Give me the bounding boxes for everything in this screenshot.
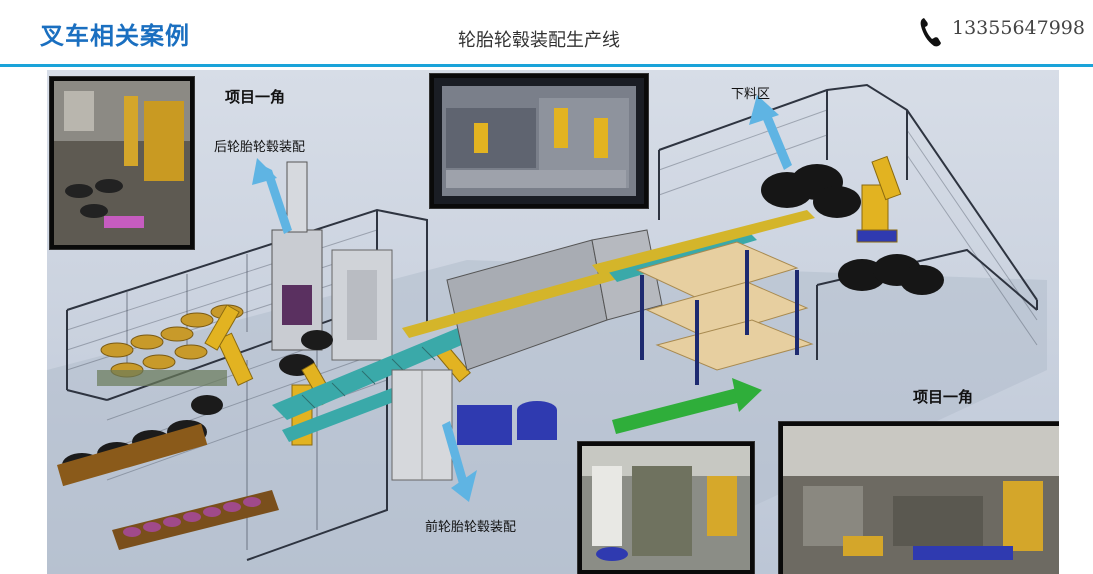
photo-project-corner-top — [50, 77, 194, 249]
arrow-rear-assembly — [252, 158, 292, 234]
phone-icon — [920, 18, 941, 47]
phone-number: 13355647998 — [952, 17, 1085, 39]
photo-project-corner-bottom — [779, 422, 1059, 574]
production-line-diagram: 项目一角 后轮胎轮毂装配 下料区 项目一角 前轮胎轮毂装配 — [47, 70, 1059, 574]
page-title: 轮胎轮毂装配生产线 — [458, 30, 620, 51]
label-front-assembly: 前轮胎轮毂装配 — [425, 520, 517, 535]
header-divider — [0, 64, 1093, 67]
photo-overview-monitor — [430, 74, 648, 208]
label-rear-assembly: 后轮胎轮毂装配 — [214, 140, 306, 155]
arrow-flow-direction — [612, 378, 762, 434]
photo-front-station — [578, 442, 754, 574]
brand-title: 叉车相关案例 — [40, 22, 190, 50]
label-corner-bottom: 项目一角 — [913, 388, 974, 406]
header: 叉车相关案例 轮胎轮毂装配生产线 13355647998 — [0, 0, 1093, 67]
label-unloading-area: 下料区 — [731, 87, 771, 102]
arrow-front-assembly — [442, 421, 477, 502]
layout-illustration — [47, 83, 1047, 574]
arrow-unloading — [749, 95, 792, 170]
label-corner-top: 项目一角 — [225, 88, 286, 106]
